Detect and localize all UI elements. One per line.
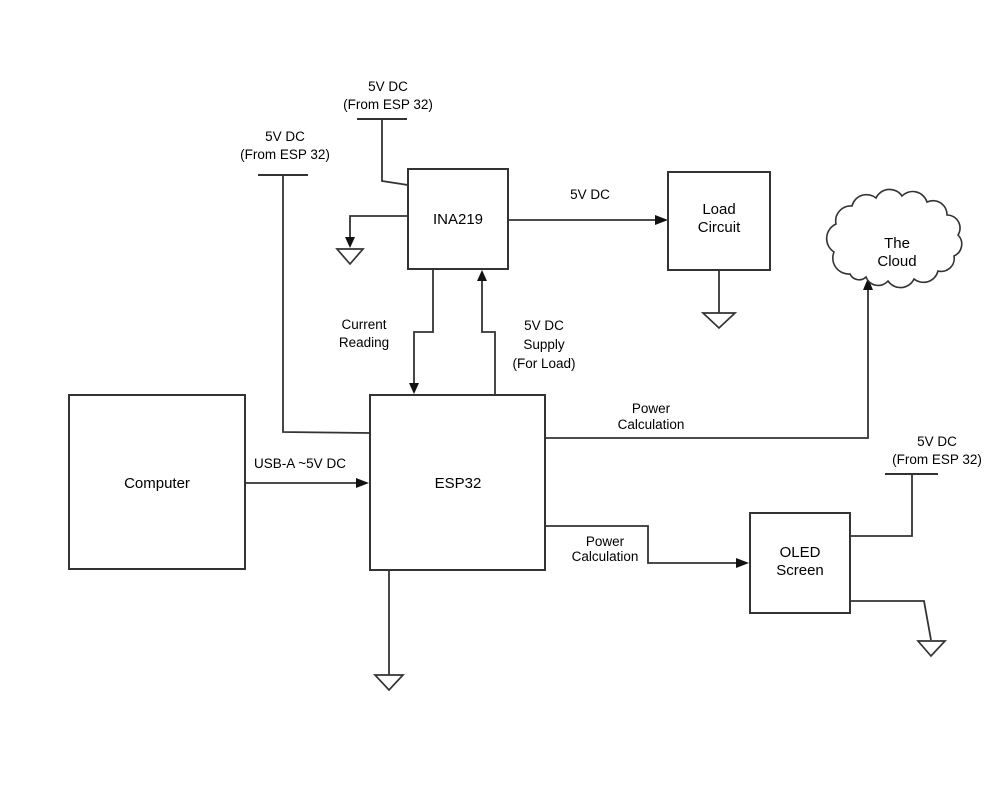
ina219-ground-arrowhead-icon [345, 237, 355, 248]
ina-to-load-label: 5V DC [570, 187, 610, 202]
node-ina219: INA219 [407, 168, 509, 270]
cloud-label-line1: The [884, 235, 910, 252]
esp32-ground [373, 570, 405, 692]
supply-for-load-arrowhead-icon [477, 270, 487, 281]
power-rail-top: 5V DC (From ESP 32) [343, 79, 433, 186]
power-calc-oled-label-line1: Power [586, 534, 625, 549]
usb-label: USB-A ~5V DC [254, 456, 346, 471]
power-calc-oled-wire [545, 525, 737, 564]
ina-to-load-arrowhead-icon [655, 215, 668, 225]
usb-arrowhead-icon [356, 478, 369, 488]
load-circuit-label-line2: Circuit [698, 219, 741, 236]
power-rail-top-wire [381, 119, 409, 186]
power-rail-right-label-line1: 5V DC [917, 434, 957, 449]
oled-screen-label-line1: OLED [780, 544, 821, 561]
power-rail-right-wire [850, 474, 913, 537]
power-rail-left: 5V DC (From ESP 32) [240, 129, 371, 434]
power-rail-left-label-line2: (From ESP 32) [240, 147, 330, 162]
current-reading-label-line1: Current [341, 317, 386, 332]
power-calc-cloud-label-line2: Calculation [618, 417, 685, 432]
power-calc-cloud-label-line1: Power [632, 401, 671, 416]
load-circuit-label-line1: Load [702, 201, 735, 218]
ina219-box [407, 168, 509, 270]
edge-supply-for-load: 5V DC Supply (For Load) [477, 270, 576, 395]
power-calc-cloud-wire [545, 289, 869, 439]
power-rail-right-label-line2: (From ESP 32) [892, 452, 982, 467]
cloud-shape [825, 188, 963, 289]
supply-for-load-label-line1: 5V DC [524, 318, 564, 333]
ina219-ground [335, 215, 408, 266]
edge-current-reading: Current Reading [339, 269, 434, 394]
esp32-ground-icon [373, 674, 405, 692]
power-calc-oled-label-line2: Calculation [572, 549, 639, 564]
edge-power-calc-to-cloud: Power Calculation [545, 278, 873, 439]
edge-power-calc-to-oled: Power Calculation [545, 525, 749, 568]
load-circuit-box [667, 171, 771, 271]
oled-ground-icon [916, 640, 947, 658]
supply-for-load-label-line2: Supply [523, 337, 565, 352]
supply-for-load-wire [481, 280, 496, 395]
computer-label: Computer [124, 475, 190, 492]
power-rail-top-label-line1: 5V DC [368, 79, 408, 94]
ina219-ground-wire [349, 215, 408, 242]
ina219-label: INA219 [433, 211, 483, 228]
power-calc-oled-arrowhead-icon [736, 558, 749, 568]
ina219-ground-icon [335, 248, 365, 266]
oled-ground [850, 600, 947, 658]
oled-ground-wire [850, 600, 932, 641]
power-rail-right: 5V DC (From ESP 32) [850, 434, 982, 537]
node-esp32: ESP32 [369, 394, 546, 571]
current-reading-wire [413, 269, 434, 384]
edge-usb: USB-A ~5V DC [245, 456, 369, 488]
esp32-label: ESP32 [435, 475, 482, 492]
power-calc-cloud-arrowhead-icon [863, 278, 873, 290]
power-rail-left-wire [282, 175, 371, 434]
esp32-box [369, 394, 546, 571]
current-reading-label-line2: Reading [339, 335, 389, 350]
node-computer: Computer [68, 394, 246, 570]
supply-for-load-label-line3: (For Load) [512, 356, 575, 371]
oled-screen-label-line2: Screen [776, 562, 824, 579]
power-rail-top-label-line2: (From ESP 32) [343, 97, 433, 112]
oled-screen-box [749, 512, 851, 614]
node-oled-screen: OLED Screen [749, 512, 851, 614]
cloud-label-line2: Cloud [877, 253, 916, 270]
power-rail-left-label-line1: 5V DC [265, 129, 305, 144]
load-ground-icon [700, 312, 738, 330]
current-reading-arrowhead-icon [409, 383, 419, 394]
edge-ina219-to-load: 5V DC [507, 187, 668, 225]
load-circuit-ground [700, 270, 738, 330]
node-load-circuit: Load Circuit [667, 171, 771, 271]
node-cloud: The Cloud [825, 188, 963, 289]
computer-box [68, 394, 246, 570]
